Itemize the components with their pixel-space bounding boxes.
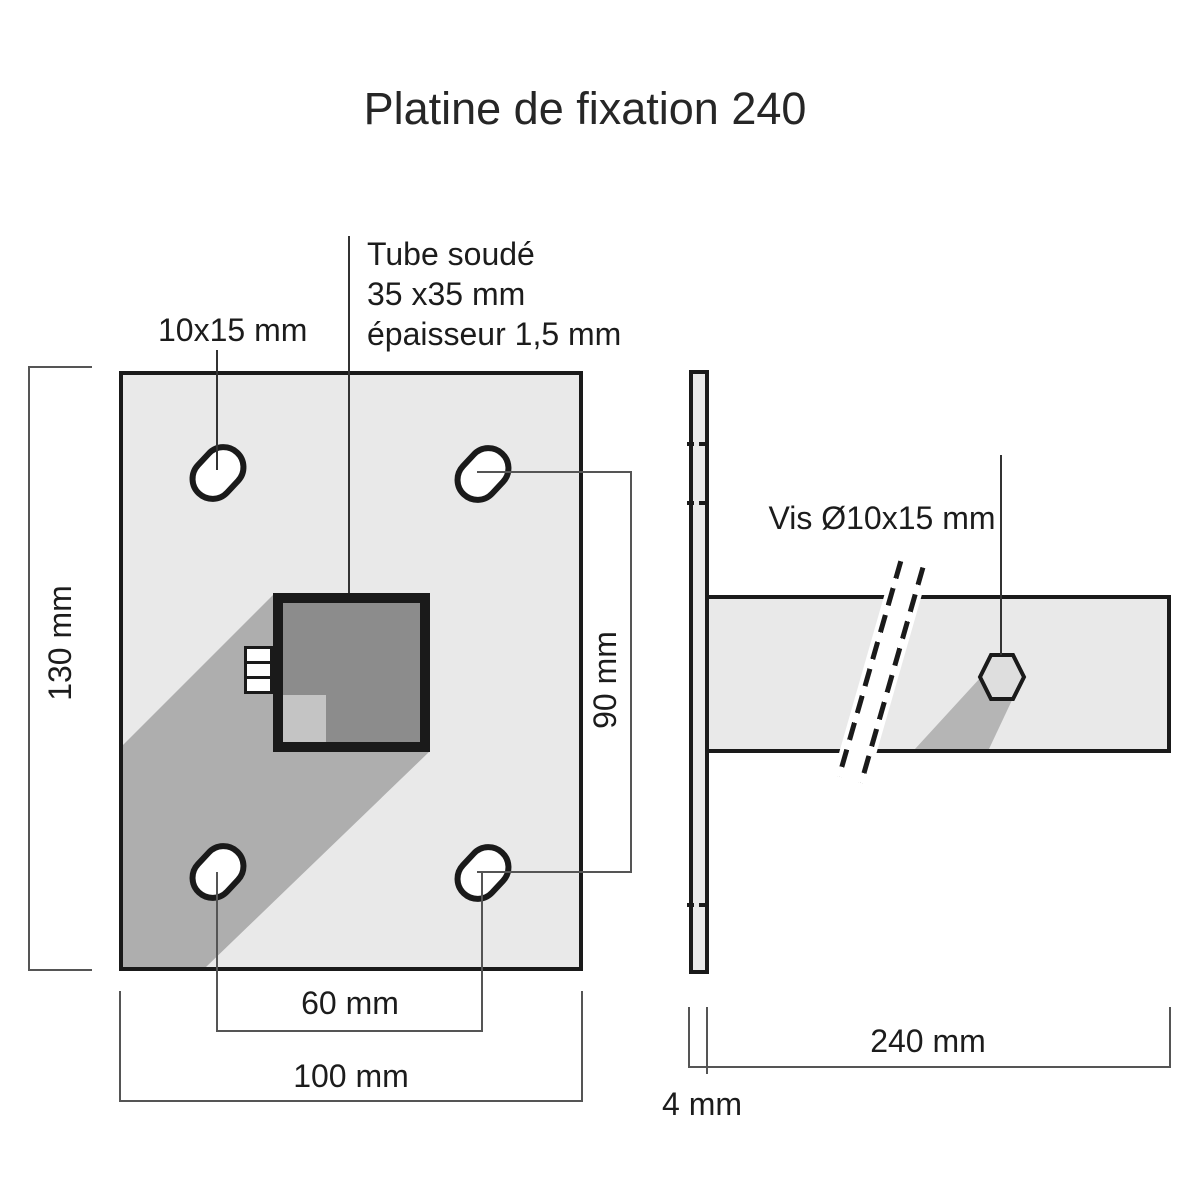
dim-60-right-line xyxy=(481,872,483,1032)
leader-hole-label xyxy=(216,350,218,470)
side-tube xyxy=(705,595,1171,753)
screw-label: Vis Ø10x15 mm xyxy=(768,500,996,536)
dim-130-line xyxy=(28,366,30,971)
dim-4-right-line xyxy=(706,1007,708,1074)
page-title: Platine de fixation 240 xyxy=(363,83,807,134)
dim-60-line xyxy=(216,1030,483,1032)
leader-screw-label xyxy=(1000,455,1002,655)
tube-label: Tube soudé 35 x35 mm épaisseur 1,5 mm xyxy=(367,234,621,354)
dim-90-bottom-line xyxy=(477,871,632,873)
strip-break-mark xyxy=(687,903,711,907)
dim-90-vertical-line xyxy=(630,471,632,873)
strip-break-mark xyxy=(687,442,711,446)
dim-100-line xyxy=(119,1100,583,1102)
weld-cell xyxy=(244,676,273,694)
dim-240-right-tick xyxy=(1169,1007,1171,1068)
tube-label-line1: Tube soudé xyxy=(367,236,535,272)
thickness-dimension-label: 4 mm xyxy=(662,1086,742,1122)
welded-tube-front xyxy=(273,593,430,752)
width-dimension-label: 100 mm xyxy=(293,1058,409,1094)
dim-240-left-tick xyxy=(688,1007,690,1068)
hole-spacing-horizontal-label: 60 mm xyxy=(301,985,399,1021)
dim-240-line xyxy=(688,1066,1171,1068)
weld-marks xyxy=(244,646,273,694)
dim-90-top-line xyxy=(477,471,632,473)
strip-break-mark xyxy=(687,501,711,505)
tube-label-line2: 35 x35 mm xyxy=(367,276,526,312)
hole-spacing-vertical-label: 90 mm xyxy=(587,631,623,729)
length-dimension-label: 240 mm xyxy=(870,1023,986,1059)
dim-100-right-tick xyxy=(581,991,583,1102)
dim-60-left-line xyxy=(216,872,218,1032)
height-dimension-label: 130 mm xyxy=(42,585,78,701)
leader-tube-label xyxy=(348,236,350,593)
hole-dimension-label: 10x15 mm xyxy=(158,312,308,348)
dim-130-top-tick xyxy=(28,366,92,368)
tube-label-line3: épaisseur 1,5 mm xyxy=(367,316,622,352)
dim-130-bottom-tick xyxy=(28,969,92,971)
dim-100-left-tick xyxy=(119,991,121,1102)
tube-inner-corner xyxy=(283,695,326,742)
